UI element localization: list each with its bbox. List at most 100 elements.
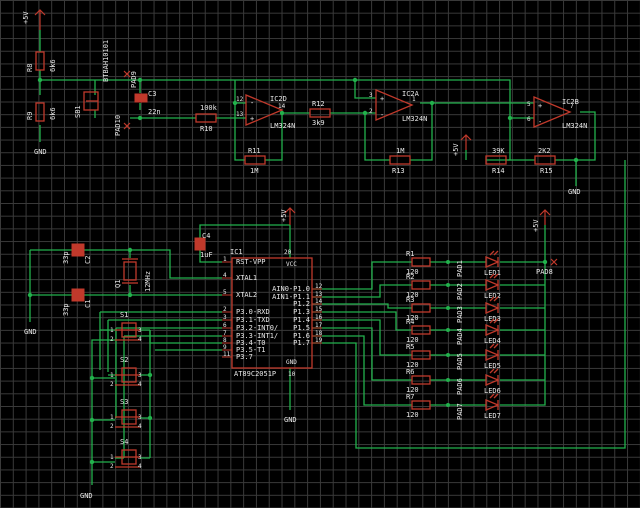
capacitor-name: C3 [148,90,156,98]
ic1-pin-number: 12 [315,283,323,290]
resistor-value: 120 [406,411,419,419]
pin-number: 5 [527,101,531,108]
resistor-r13: 1M R13 [389,147,411,175]
resistor-name: R5 [406,343,414,351]
gnd-pin: 10 [288,371,296,378]
led-diode-icon [485,399,500,411]
ic1-pin-number: 16 [315,314,323,321]
junction [137,77,143,83]
pad-label: PAD1 [456,260,464,277]
switch-pin: 4 [138,423,142,430]
junction [446,328,450,332]
resistor-name: R9 [26,112,34,120]
capacitor-name: C2 [84,256,92,264]
pin-number: 14 [278,103,286,110]
pad09: PAD9 [123,70,138,88]
gnd-left: GND [34,148,47,156]
resistor-r9: R9 6k6 [26,102,57,122]
junction [137,115,143,121]
led-diode-icon [485,374,500,386]
gnd-label: GND [80,492,93,500]
capacitor-value: 33p [62,251,70,264]
pin-number: 6 [527,116,531,123]
junction [89,375,95,381]
resistor-value: 2K2 [538,147,551,155]
junction [147,415,153,421]
supply-5v-opamp: +5V [452,134,472,156]
ic1-pin-label: P3.4-T0 [236,339,266,347]
ic1-pin-label: P1.6 [293,332,310,340]
resistor-body [195,113,217,123]
pad-label: PAD7 [456,403,464,420]
junction [542,259,548,265]
gnd-label: GND [284,416,297,424]
ic1-pin-number: 17 [315,322,323,329]
capacitor-c1: 33p C1 [62,288,92,316]
opamp-minus: - [380,111,384,119]
capacitor-body [134,93,148,103]
gnd-r15: GND [568,188,581,196]
led-diode-icon [485,279,500,291]
opamp-part: LM324N [562,122,587,130]
led-name: LED4 [484,337,501,345]
pad-label: PAD5 [456,353,464,370]
ic1-right-pins: 12AIN0-P1.013AIN1-P1.114P1.215P1.316P1.4… [272,283,323,347]
resistor-body [35,51,45,71]
crystal-q1: Q1 12MHz [114,258,152,292]
wire [91,339,115,485]
ic1-pin-label: P1.3 [293,308,310,316]
resistor-value: 100k [200,104,218,112]
pad-label: PAD2 [456,283,464,300]
switch-pin: 4 [138,463,142,470]
ic1-pin-number: 13 [315,291,323,298]
supply-label: +5V [22,11,30,24]
wire [354,80,376,99]
pad-label: PAD3 [456,306,464,323]
wire [312,335,412,406]
led-name: LED5 [484,362,501,370]
resistor-body [534,155,556,165]
resistor-r14: 39K R14 [485,147,507,175]
opamp-plus: + [538,102,542,110]
switch-name: S1 [120,311,128,319]
resistor-body [411,400,431,410]
resistor-r10: 100k R10 [195,104,218,133]
ic1-pin-label: P1.2 [293,300,310,308]
ic1-pin-label: P3.2-INT0/ [236,324,278,332]
led-light-icon [489,318,499,324]
resistor-name: R10 [200,125,213,133]
capacitor-c2: 33p C2 [62,243,92,264]
junction [573,157,579,163]
junction [352,77,358,83]
switch-pin: 4 [138,381,142,388]
pin-number: 13 [236,111,244,118]
gnd-ic1: GND [284,416,297,424]
resistor-name: R4 [406,318,414,326]
ic1-pin-number: 3 [223,314,227,321]
pin-number: 7 [570,103,574,110]
ic-name: IC1 [230,248,243,256]
resistor-name: R11 [248,147,261,155]
resistor-name: R2 [406,273,414,281]
junction [232,100,238,106]
led-light-icon [489,343,499,349]
resistor-value: 120 [406,336,419,344]
pad10: PAD10 [114,115,131,136]
gnd-osc: GND [24,328,37,336]
pad-label: PAD6 [456,378,464,395]
supply-arrow-icon [460,134,472,150]
pad-label: PAD8 [536,268,553,276]
resistor-body [411,280,431,290]
ic1-pin-label: P3.0-RXD [236,308,270,316]
junction [127,292,133,298]
supply-5v-ic1: +5V [280,207,296,225]
wire [199,224,290,238]
capacitor-name: C1 [84,300,92,308]
ic1-pin-label: P3.7 [236,353,253,361]
junction [27,292,33,298]
ic1-pin-label: RST-VPP [236,258,266,266]
wire [364,103,433,161]
